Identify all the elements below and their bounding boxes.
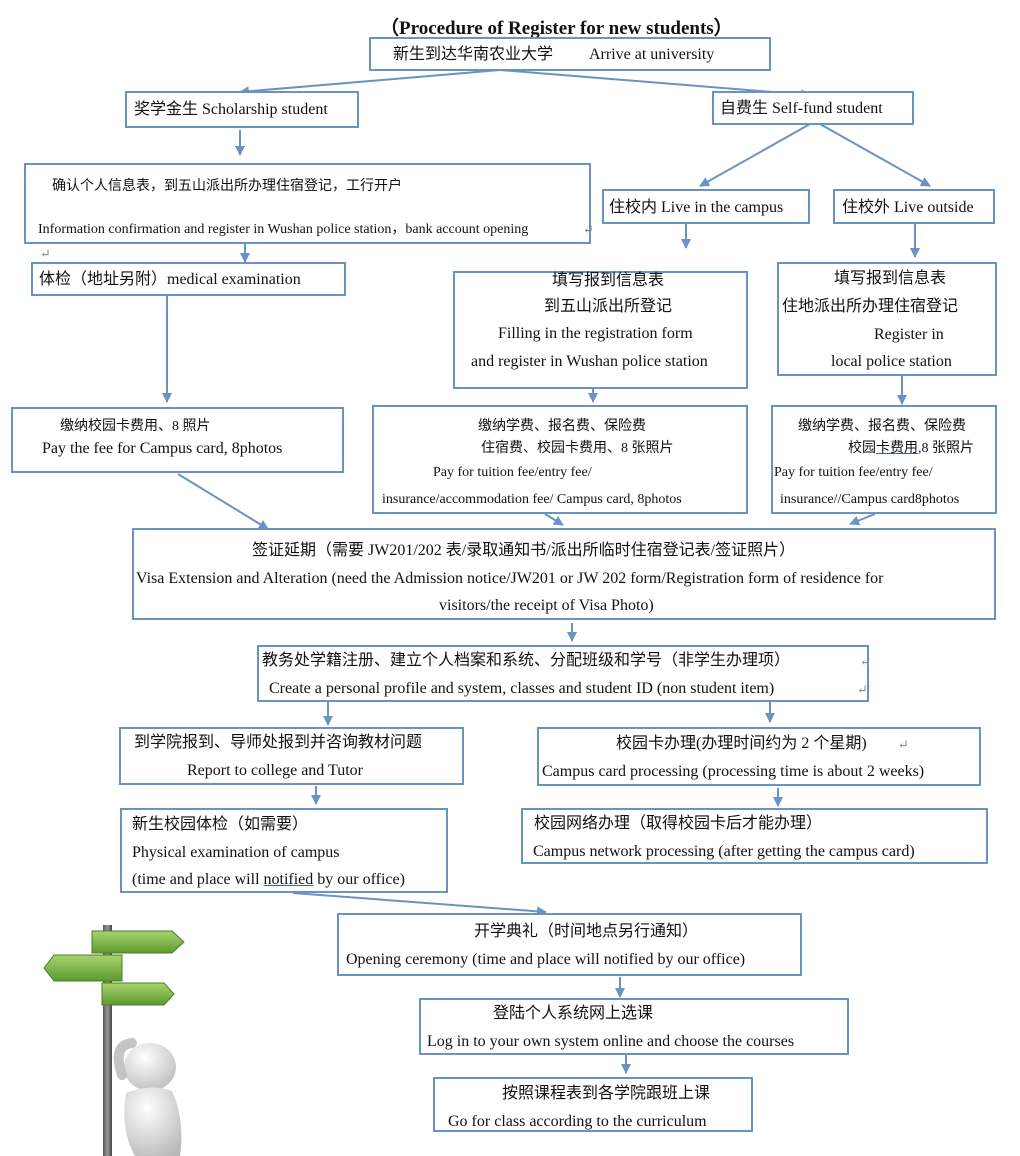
node-phys: 新生校园体检（如需要） Physical examination of camp… xyxy=(120,808,448,893)
node-arrive-cn: 新生到达华南农业大学 xyxy=(393,46,554,63)
node-live-in-label: 住校内 Live in the campus xyxy=(609,199,784,216)
node-medical-label: 体检（地址另附）medical examination xyxy=(39,271,301,288)
node-live-in: 住校内 Live in the campus xyxy=(602,189,810,224)
node-visa: 签证延期（需要 JW201/202 表/录取通知书/派出所临时住宿登记表/签证照… xyxy=(132,528,996,620)
arrow-phys-to-ceremony xyxy=(292,892,547,917)
node-form-out-line2: 住地派出所办理住宿登记 xyxy=(782,298,959,315)
node-phys-en2: (time and place will notified by our off… xyxy=(132,870,405,890)
node-pay-out-en2: insurance//Campus card8photos xyxy=(780,492,960,507)
node-card-proc-en: Campus card processing (processing time … xyxy=(542,763,925,780)
node-college: 到学院报到、导师处报到并咨询教材问题 Report to college and… xyxy=(119,727,464,785)
node-form-in: 填写报到信息表 到五山派出所登记 Filling in the registra… xyxy=(453,271,748,389)
node-selffund-label: 自费生 Self-fund student xyxy=(720,100,883,117)
node-form-out-line3: Register in xyxy=(874,326,944,343)
node-pay-out-cn1: 缴纳学费、报名费、保险费 xyxy=(798,419,966,434)
node-form-in-line2: 到五山派出所登记 xyxy=(544,298,673,315)
node-profile: 教务处学籍注册、建立个人档案和系统、分配班级和学号（非学生办理项） ↵ Crea… xyxy=(257,645,871,702)
node-medical: 体检（地址另附）medical examination xyxy=(31,262,346,296)
node-pay-out-en1: Pay for tuition fee/entry fee/ xyxy=(774,465,933,480)
paragraph-return-icon: ↵ xyxy=(583,222,594,237)
node-form-out-line1: 填写报到信息表 xyxy=(834,270,947,287)
node-card-proc-cn: 校园卡办理(办理时间约为 2 个星期) xyxy=(616,735,867,752)
node-college-en: Report to college and Tutor xyxy=(187,762,363,779)
node-network: 校园网络办理（取得校园卡后才能办理） Campus network proces… xyxy=(521,808,988,864)
node-pay-in-cn1: 缴纳学费、报名费、保险费 xyxy=(478,419,646,434)
node-phys-cn: 新生校园体检（如需要） xyxy=(132,816,309,833)
node-confirm-cn: 确认个人信息表，到五山派出所办理住宿登记，工行开户 xyxy=(52,179,402,194)
node-phys-en2b: notified xyxy=(263,871,314,888)
node-pay-out-cn2b: 卡费用 xyxy=(876,441,918,456)
node-form-out: 填写报到信息表 住地派出所办理住宿登记 Register in local po… xyxy=(777,262,997,376)
node-network-cn: 校园网络办理（取得校园卡后才能办理） xyxy=(534,815,823,832)
node-form-in-line1: 填写报到信息表 xyxy=(552,272,665,289)
node-form-in-line3: Filling in the registration form xyxy=(498,325,693,342)
arrow-payout-to-visa xyxy=(849,513,876,526)
node-form-in-line4: and register in Wushan police station xyxy=(471,353,708,370)
node-class-cn: 按照课程表到各学院跟班上课 xyxy=(502,1085,711,1102)
node-class-en: Go for class according to the curriculum xyxy=(448,1113,707,1130)
node-phys-en2c: by our office) xyxy=(313,871,405,888)
node-profile-en: Create a personal profile and system, cl… xyxy=(269,680,775,697)
node-ceremony-en: Opening ceremony (time and place will no… xyxy=(346,951,746,968)
arrow-arrive-to-selffund xyxy=(499,69,811,100)
node-pay-card-en: Pay the fee for Campus card, 8photos xyxy=(42,440,283,457)
node-arrive: 新生到达华南农业大学 Arrive at university xyxy=(369,37,771,71)
node-phys-en1: Physical examination of campus xyxy=(132,844,340,861)
node-confirm: 确认个人信息表，到五山派出所办理住宿登记，工行开户 Information co… xyxy=(24,163,594,244)
node-class: 按照课程表到各学院跟班上课 Go for class according to … xyxy=(433,1077,753,1132)
node-live-out: 住校外 Live outside xyxy=(833,189,995,224)
signpost-figure-icon xyxy=(43,925,185,1156)
arrow-selffund-to-out xyxy=(819,123,931,187)
node-pay-in-en2: insurance/accommodation fee/ Campus card… xyxy=(382,492,682,507)
node-pay-out-cn2: 校园卡费用,8 张照片 xyxy=(848,439,974,459)
node-pay-out-cn2c: ,8 张照片 xyxy=(918,441,974,456)
node-visa-en1: Visa Extension and Alteration (need the … xyxy=(136,570,884,587)
node-arrive-en: Arrive at university xyxy=(589,46,715,63)
node-pay-in: 缴纳学费、报名费、保险费 住宿费、校园卡费用、8 张照片 Pay for tui… xyxy=(372,405,748,514)
arrow-selffund-to-in xyxy=(699,123,811,187)
node-login: 登陆个人系统网上选课 Log in to your own system onl… xyxy=(419,998,849,1055)
node-pay-card: 缴纳校园卡费用、8 照片 Pay the fee for Campus card… xyxy=(11,407,344,473)
node-pay-out: 缴纳学费、报名费、保险费 校园卡费用,8 张照片 Pay for tuition… xyxy=(771,405,997,514)
arrow-arrive-to-scholarship xyxy=(239,69,501,97)
node-form-out-line4: local police station xyxy=(831,353,952,370)
node-visa-cn: 签证延期（需要 JW201/202 表/录取通知书/派出所临时住宿登记表/签证照… xyxy=(252,542,796,559)
node-ceremony: 开学典礼（时间地点另行通知） Opening ceremony (time an… xyxy=(337,913,802,976)
paragraph-return-icon: ↵ xyxy=(860,654,871,669)
node-visa-en2: visitors/the receipt of Visa Photo) xyxy=(439,597,654,614)
node-card-proc: 校园卡办理(办理时间约为 2 个星期) ↵ Campus card proces… xyxy=(537,727,981,786)
node-profile-cn: 教务处学籍注册、建立个人档案和系统、分配班级和学号（非学生办理项） xyxy=(262,652,791,669)
node-pay-in-en1: Pay for tuition fee/entry fee/ xyxy=(433,465,592,480)
node-confirm-en: Information confirmation and register in… xyxy=(38,222,529,237)
node-scholarship: 奖学金生 Scholarship student xyxy=(125,91,359,128)
node-live-out-label: 住校外 Live outside xyxy=(842,199,974,216)
node-college-cn: 到学院报到、导师处报到并咨询教材问题 xyxy=(134,734,423,751)
node-selffund: 自费生 Self-fund student xyxy=(712,91,914,125)
paragraph-return-icon: ↵ xyxy=(898,737,909,752)
paragraph-return-icon: ↵ xyxy=(857,682,868,697)
node-scholarship-label: 奖学金生 Scholarship student xyxy=(134,101,328,118)
arrow-paycard-to-visa xyxy=(177,473,269,530)
node-pay-out-cn2a: 校园 xyxy=(848,441,876,456)
diagram-title: （Procedure of Register for new students） xyxy=(380,18,733,39)
node-ceremony-cn: 开学典礼（时间地点另行通知） xyxy=(474,923,699,940)
node-network-en: Campus network processing (after getting… xyxy=(533,843,915,860)
arrow-payin-to-visa xyxy=(544,513,564,526)
node-login-cn: 登陆个人系统网上选课 xyxy=(493,1005,654,1022)
node-pay-card-cn: 缴纳校园卡费用、8 照片 xyxy=(60,419,211,434)
paragraph-return-icon: ↵ xyxy=(40,246,51,261)
node-login-en: Log in to your own system online and cho… xyxy=(427,1033,795,1050)
node-phys-en2a: (time and place will xyxy=(132,871,264,888)
node-pay-in-cn2: 住宿费、校园卡费用、8 张照片 xyxy=(481,441,674,456)
